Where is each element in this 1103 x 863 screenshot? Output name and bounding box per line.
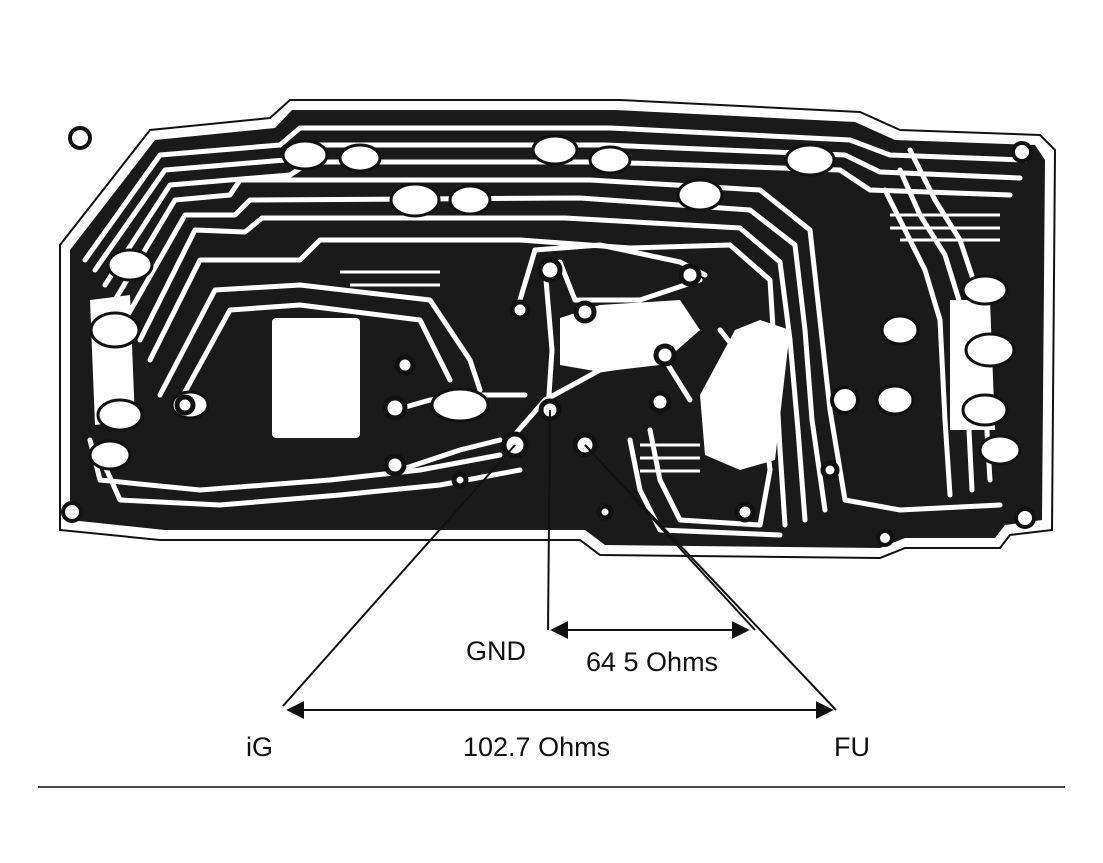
fu-leader-line-lower [584, 444, 837, 711]
edge-stripes [340, 213, 1000, 473]
gnd-fu-resistance-label: 64 5 Ohms [586, 647, 718, 677]
ig-label: iG [246, 732, 273, 762]
trace-pads [88, 134, 1022, 471]
mounting-holes [61, 126, 1036, 547]
fu-label: FU [834, 732, 870, 762]
measurement-lines [282, 409, 837, 719]
gnd-label: GND [466, 636, 526, 666]
ig-leader-line [282, 444, 516, 707]
printed-circuit-board [59, 99, 1057, 560]
gnd-leader-line [547, 409, 551, 631]
ig-fu-resistance-label: 102.7 Ohms [463, 732, 610, 762]
